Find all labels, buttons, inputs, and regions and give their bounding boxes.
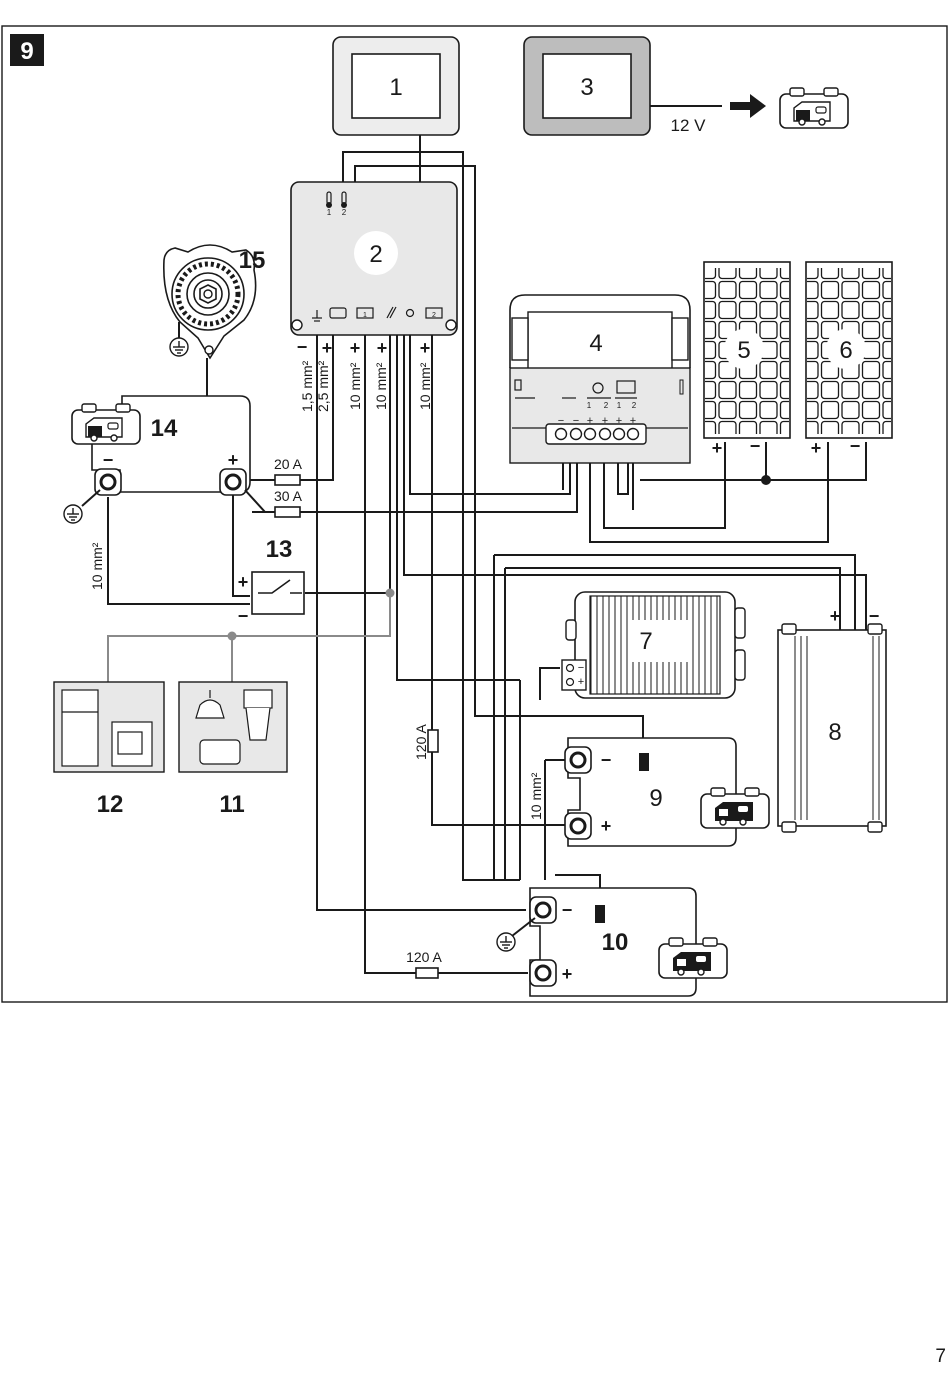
voltage-label: 12 V xyxy=(671,116,707,135)
solar-panel-5: 5 xyxy=(703,261,791,439)
svg-text:−: − xyxy=(573,415,579,427)
page-number: 7 xyxy=(935,1346,946,1367)
label-7: 7 xyxy=(639,628,652,655)
svg-text:1: 1 xyxy=(617,401,622,410)
svg-text:+: + xyxy=(420,338,431,358)
svg-text:−: − xyxy=(297,337,308,357)
label-5: 5 xyxy=(737,337,750,364)
fuse-icon xyxy=(274,474,301,518)
svg-text:2: 2 xyxy=(604,401,609,410)
svg-text:+: + xyxy=(587,415,593,427)
svg-text:+: + xyxy=(811,438,822,458)
label-8: 8 xyxy=(828,719,841,746)
wire-label-10-c: 10 mm² xyxy=(417,362,433,410)
svg-text:−: − xyxy=(850,436,861,456)
ground-icon xyxy=(63,504,83,524)
consumers-11 xyxy=(178,681,288,773)
label-11: 11 xyxy=(219,791,244,818)
label-3: 3 xyxy=(580,74,593,101)
fuse-label-30a: 30 A xyxy=(274,488,303,504)
svg-text:−: − xyxy=(869,606,880,626)
camper-battery-icon xyxy=(779,87,849,129)
fuse-label-20a: 20 A xyxy=(274,456,303,472)
inverter-7 xyxy=(561,591,746,699)
wires xyxy=(107,105,867,974)
display-1: 1 xyxy=(332,36,460,136)
svg-text:+: + xyxy=(377,338,388,358)
figure-number: 9 xyxy=(20,38,33,65)
svg-text:+: + xyxy=(238,572,249,592)
label-1: 1 xyxy=(389,74,402,101)
camper-battery-icon xyxy=(71,403,141,445)
label-6: 6 xyxy=(839,337,852,364)
svg-text:+: + xyxy=(712,438,723,458)
solar-controller-4 xyxy=(509,294,691,464)
fuse-label-120a-vertical: 120 A xyxy=(413,724,429,760)
ground-icon xyxy=(169,337,189,357)
charger-8 xyxy=(777,623,887,833)
svg-text:2: 2 xyxy=(432,312,436,319)
wire-label-1-5: 1,5 mm² xyxy=(299,360,315,412)
svg-text:+: + xyxy=(228,450,239,470)
switch-icon xyxy=(251,571,305,615)
svg-text:1: 1 xyxy=(363,312,367,319)
controller-2: 2 1 2 1 2 xyxy=(290,181,458,336)
svg-text:−: − xyxy=(558,415,564,427)
fuse-icon xyxy=(415,967,439,979)
wire-label-2-5: 2,5 mm² xyxy=(315,360,331,412)
svg-text:+: + xyxy=(602,415,608,427)
wire-label-10-mid: 10 mm² xyxy=(528,772,544,820)
display-3: 3 xyxy=(523,36,651,136)
wire-label-10-b: 10 mm² xyxy=(373,362,389,410)
label-15: 15 xyxy=(239,247,266,274)
wire-label-10-left: 10 mm² xyxy=(89,542,105,590)
appliances-12 xyxy=(53,681,165,773)
wire-label-10-a: 10 mm² xyxy=(347,362,363,410)
camper-battery-icon xyxy=(700,787,770,829)
battery-14-positive-terminal xyxy=(218,467,248,497)
label-12: 12 xyxy=(97,791,124,818)
label-4: 4 xyxy=(589,330,602,357)
battery-10-positive-terminal xyxy=(528,958,558,988)
fuse-label-120a-bottom: 120 A xyxy=(406,949,442,965)
temperature-sensor-icon xyxy=(326,191,347,208)
fuse-icon xyxy=(427,729,439,753)
label-10: 10 xyxy=(602,929,629,956)
svg-text:−: − xyxy=(750,436,761,456)
svg-text:−: − xyxy=(103,450,114,470)
arrow-right-icon xyxy=(730,94,766,118)
svg-text:−: − xyxy=(238,606,249,626)
svg-text:+: + xyxy=(616,415,622,427)
svg-text:1: 1 xyxy=(587,401,592,410)
label-14: 14 xyxy=(151,415,178,442)
battery-9-positive-terminal xyxy=(563,811,593,841)
camper-battery-icon xyxy=(658,937,728,979)
svg-text:+: + xyxy=(578,676,584,688)
label-9: 9 xyxy=(649,785,662,812)
svg-text:+: + xyxy=(350,338,361,358)
svg-text:−: − xyxy=(578,662,584,674)
svg-text:+: + xyxy=(630,415,636,427)
svg-text:2: 2 xyxy=(342,208,347,217)
ground-icon xyxy=(312,310,322,322)
svg-text:+: + xyxy=(601,816,612,836)
solar-panel-6: 6 xyxy=(805,261,893,439)
svg-text:1: 1 xyxy=(327,208,332,217)
figure-frame xyxy=(1,25,948,1003)
svg-text:−: − xyxy=(601,750,612,770)
ground-icon xyxy=(496,932,516,952)
label-13: 13 xyxy=(266,536,293,563)
svg-text:2: 2 xyxy=(632,401,637,410)
svg-text:+: + xyxy=(562,964,573,984)
battery-9-negative-terminal xyxy=(563,745,593,775)
alternator-15 xyxy=(163,244,257,360)
label-2: 2 xyxy=(369,241,382,268)
svg-text:−: − xyxy=(562,900,573,920)
svg-text:+: + xyxy=(830,606,841,626)
battery-10 xyxy=(529,887,697,997)
svg-text:+: + xyxy=(322,338,333,358)
figure-number-badge xyxy=(10,34,44,66)
